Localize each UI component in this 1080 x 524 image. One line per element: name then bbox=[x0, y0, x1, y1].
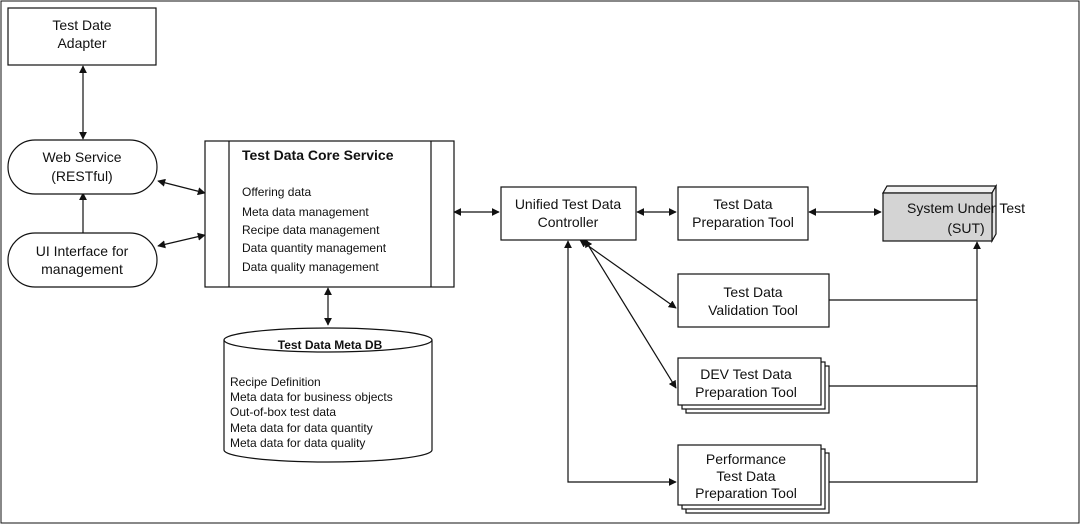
core-service-item: Data quantity management bbox=[242, 241, 387, 255]
sut-box: System Under Test (SUT) bbox=[881, 183, 1025, 244]
dev-tool-label-line2: Preparation Tool bbox=[695, 384, 797, 400]
adapter-label-line2: Adapter bbox=[57, 35, 106, 51]
core-service-item: Recipe data management bbox=[242, 223, 380, 237]
test-date-adapter-box: Test Date Adapter bbox=[7, 7, 157, 66]
perf-tool-box: Performance Test Data Preparation Tool bbox=[677, 444, 830, 514]
web-service-label-line2: (RESTful) bbox=[51, 168, 112, 184]
validation-tool-label-line1: Test Data bbox=[723, 284, 782, 300]
perf-tool-label-line1: Performance bbox=[706, 451, 786, 467]
meta-db-item: Out-of-box test data bbox=[230, 405, 336, 419]
ui-interface-label-line1: UI Interface for bbox=[36, 243, 129, 259]
prep-tool-label-line1: Test Data bbox=[713, 196, 772, 212]
controller-box: Unified Test Data Controller bbox=[500, 186, 637, 241]
validation-tool-label-line2: Validation Tool bbox=[708, 302, 798, 318]
sut-label-line2: (SUT) bbox=[947, 220, 984, 236]
core-service-item: Offering data bbox=[242, 185, 311, 199]
perf-tool-label-line3: Preparation Tool bbox=[695, 485, 797, 501]
meta-db-title: Test Data Meta DB bbox=[278, 338, 383, 352]
controller-label-line2: Controller bbox=[538, 214, 599, 230]
adapter-label-line1: Test Date bbox=[52, 17, 111, 33]
perf-tool-label-line2: Test Data bbox=[716, 468, 775, 484]
ui-core-arrow bbox=[157, 232, 206, 249]
core-service-box: Test Data Core Service Offering data Met… bbox=[204, 140, 455, 288]
meta-db-item: Meta data for data quality bbox=[230, 436, 365, 450]
core-service-item: Meta data management bbox=[242, 205, 369, 219]
core-service-title: Test Data Core Service bbox=[242, 147, 394, 163]
meta-db-cylinder: Test Data Meta DB Recipe Definition Meta… bbox=[223, 327, 433, 463]
controller-perf-arrow bbox=[564, 240, 677, 486]
core-service-item: Data quality management bbox=[242, 260, 379, 274]
meta-db-item: Meta data for data quantity bbox=[230, 421, 373, 435]
ui-interface-node: UI Interface for management bbox=[7, 232, 158, 288]
dev-tool-label-line1: DEV Test Data bbox=[700, 366, 792, 382]
webservice-core-arrow bbox=[157, 178, 206, 196]
connectors bbox=[79, 65, 981, 486]
web-service-node: Web Service (RESTful) bbox=[7, 139, 158, 195]
meta-db-item: Recipe Definition bbox=[230, 375, 321, 389]
ui-interface-label-line2: management bbox=[41, 261, 123, 277]
prep-tool-label-line2: Preparation Tool bbox=[692, 214, 794, 230]
meta-db-item: Meta data for business objects bbox=[230, 390, 393, 404]
web-service-label-line1: Web Service bbox=[42, 149, 121, 165]
perf-to-sut-arrow bbox=[829, 241, 981, 483]
prep-tool-box: Test Data Preparation Tool bbox=[677, 186, 809, 241]
validation-tool-box: Test Data Validation Tool bbox=[677, 273, 830, 328]
sut-face bbox=[882, 192, 993, 242]
controller-label-line1: Unified Test Data bbox=[515, 196, 622, 212]
dev-tool-box: DEV Test Data Preparation Tool bbox=[677, 357, 830, 414]
sut-label-line1: System Under Test bbox=[907, 200, 1025, 216]
